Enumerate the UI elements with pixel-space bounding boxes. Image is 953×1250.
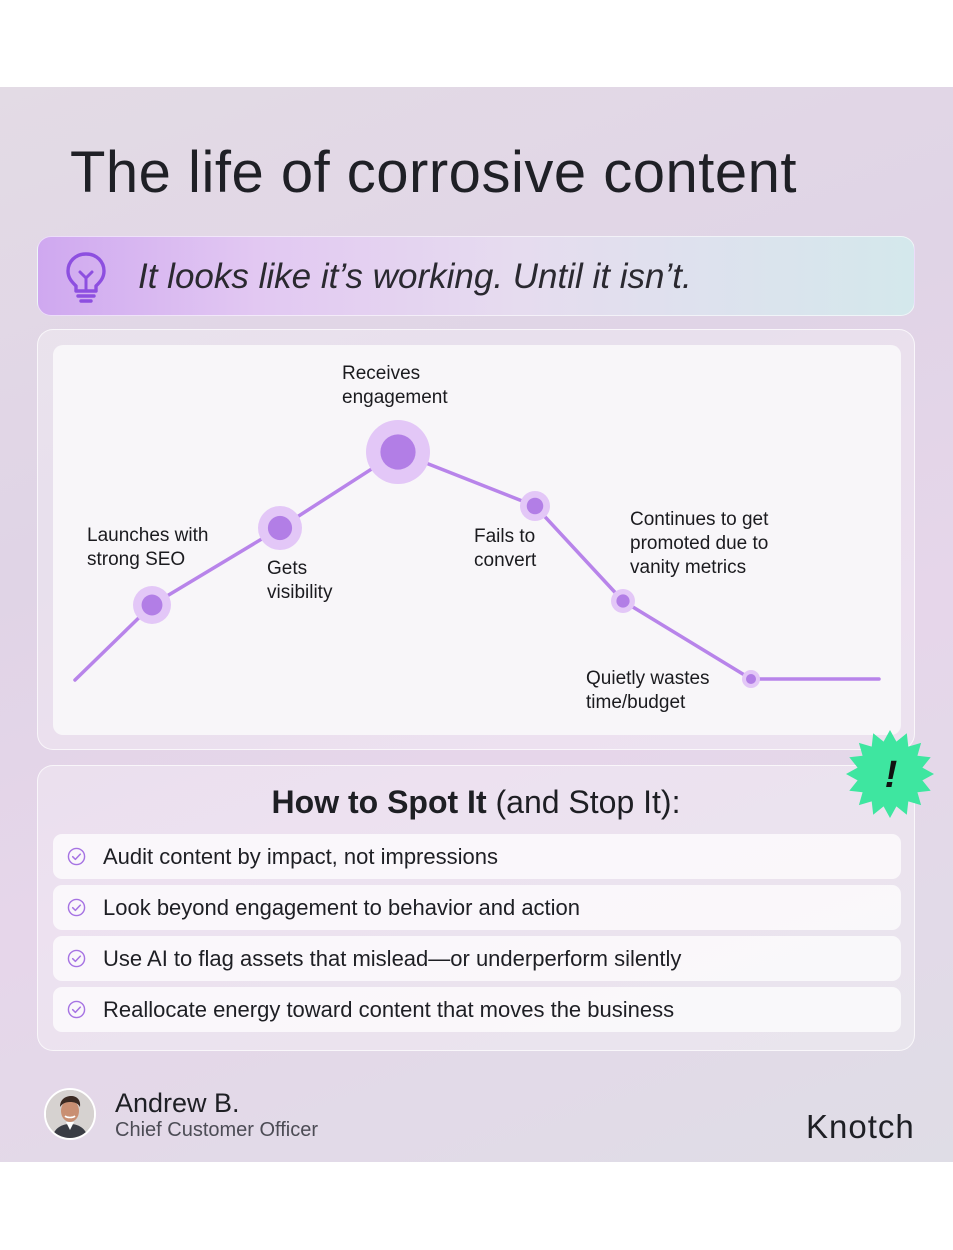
avatar — [44, 1088, 96, 1140]
author-portrait-icon — [46, 1090, 94, 1138]
tip-item: Audit content by impact, not impressions — [53, 834, 901, 879]
tagline-banner: It looks like it’s working. Until it isn… — [37, 236, 915, 316]
tip-item: Reallocate energy toward content that mo… — [53, 987, 901, 1032]
stage-node-promoted — [611, 589, 635, 613]
check-circle-icon — [67, 949, 86, 968]
stage-node-engagement — [366, 420, 430, 484]
stage-label-engagement: Receives engagement — [342, 363, 448, 408]
author-name: Andrew B. — [115, 1088, 240, 1118]
check-circle-icon — [67, 847, 86, 866]
lightbulb-icon — [66, 252, 106, 303]
lifecycle-diagram-panel: Launches with strong SEO Gets visibility… — [37, 329, 915, 750]
tip-item: Use AI to flag assets that mislead—or un… — [53, 936, 901, 981]
lifecycle-line — [73, 450, 881, 682]
alert-burst-badge: ! — [845, 729, 935, 819]
brand-logo: Knotch — [806, 1108, 915, 1145]
author-title: Chief Customer Officer — [115, 1119, 319, 1141]
alert-exclamation: ! — [885, 754, 898, 796]
stage-node-visibility — [258, 506, 302, 550]
tip-text: Look beyond engagement to behavior and a… — [103, 895, 581, 920]
lifecycle-curve — [73, 420, 881, 688]
stage-node-wastes — [742, 670, 760, 688]
lifecycle-diagram: Launches with strong SEO Gets visibility… — [53, 345, 901, 735]
page-title: The life of corrosive content — [70, 140, 797, 205]
spot-title-rest: (and Stop It): — [486, 784, 681, 820]
stage-label-fails: Fails to convert — [474, 526, 537, 571]
infographic-card: The life of corrosive content It looks l… — [0, 87, 953, 1162]
spot-section-title: How to Spot It (and Stop It): — [38, 784, 914, 821]
stage-label-promoted: Continues to get promoted due to vanity … — [630, 509, 769, 578]
stage-label-launch: Launches with strong SEO — [87, 525, 209, 570]
stage-node-fails — [520, 491, 550, 521]
spot-title-bold: How to Spot It — [271, 784, 487, 820]
check-circle-icon — [67, 898, 86, 917]
stage-node-launch — [133, 586, 171, 624]
tip-text: Audit content by impact, not impressions — [103, 844, 498, 869]
how-to-spot-panel: How to Spot It (and Stop It): Audit cont… — [37, 765, 915, 1051]
stage-label-wastes: Quietly wastes time/budget — [586, 668, 710, 713]
burst-shape — [846, 730, 934, 818]
tagline-text: It looks like it’s working. Until it isn… — [138, 257, 692, 296]
tip-text: Reallocate energy toward content that mo… — [103, 997, 675, 1022]
tip-item: Look beyond engagement to behavior and a… — [53, 885, 901, 930]
check-circle-icon — [67, 1000, 86, 1019]
tip-text: Use AI to flag assets that mislead—or un… — [103, 946, 682, 971]
stage-label-visibility: Gets visibility — [267, 558, 333, 603]
